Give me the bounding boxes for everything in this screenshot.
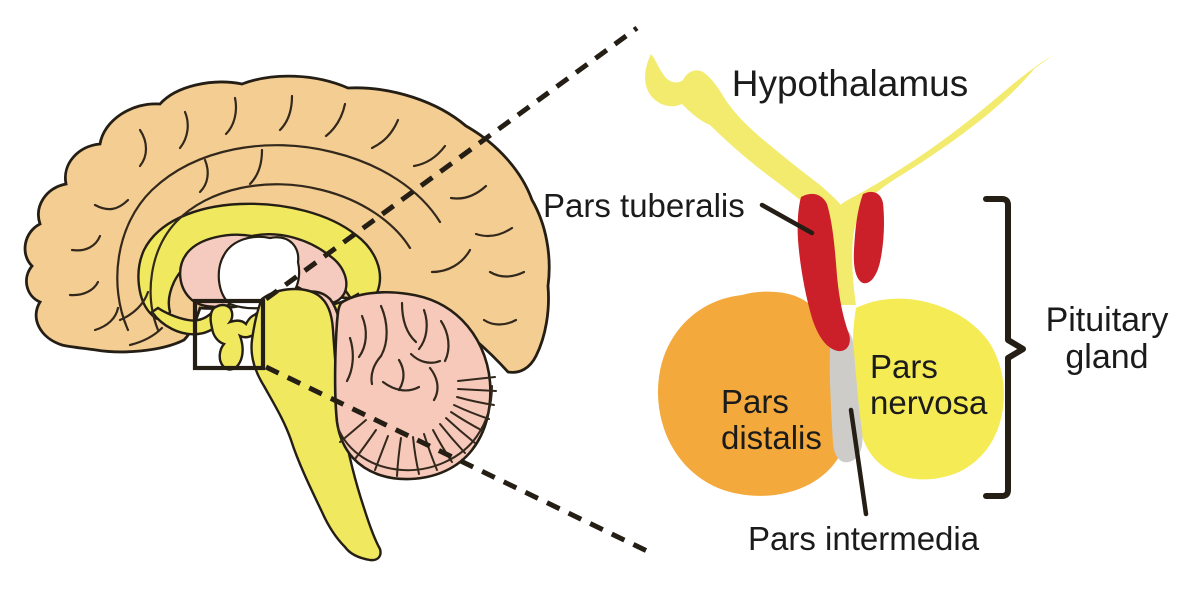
tuberalis-leader-line bbox=[759, 202, 815, 236]
intermedia-leader-line bbox=[848, 407, 869, 517]
pituitary-gland-bracket bbox=[983, 196, 1026, 499]
dashed-line-top bbox=[264, 25, 639, 302]
pars-intermedia-label: Pars intermedia bbox=[748, 520, 980, 557]
pars-nervosa-label-line1: Pars bbox=[870, 348, 938, 385]
pituitary-in-situ bbox=[209, 303, 266, 371]
pituitary-gland-label-line1: Pituitary bbox=[1045, 301, 1169, 339]
cerebellum-arbor-lines bbox=[345, 301, 450, 402]
pars-distalis-shape bbox=[658, 291, 850, 496]
inset-box bbox=[192, 298, 266, 371]
pars-nervosa-shape bbox=[852, 298, 1004, 480]
pars-tuberalis-right-band bbox=[853, 191, 884, 284]
pars-distalis-label-line1: Pars bbox=[721, 383, 789, 420]
pars-tuberalis-label: Pars tuberalis bbox=[543, 187, 745, 224]
hypothalamus-label: Hypothalamus bbox=[731, 63, 969, 104]
brain-sagittal-figure bbox=[23, 74, 551, 562]
pars-nervosa-label-line2: nervosa bbox=[870, 384, 988, 422]
cerebellum-folia-stripes bbox=[337, 376, 497, 477]
brainstem bbox=[250, 287, 382, 562]
cerebrum-sulci-lines bbox=[68, 94, 526, 347]
pars-distalis-label-line2: distalis bbox=[721, 419, 822, 457]
pituitary-gland-label-line2: gland bbox=[1065, 338, 1149, 377]
inset-connector-lines bbox=[264, 25, 649, 554]
pituitary-detail-figure bbox=[645, 54, 1053, 517]
hypothalamus-band bbox=[645, 54, 1053, 305]
